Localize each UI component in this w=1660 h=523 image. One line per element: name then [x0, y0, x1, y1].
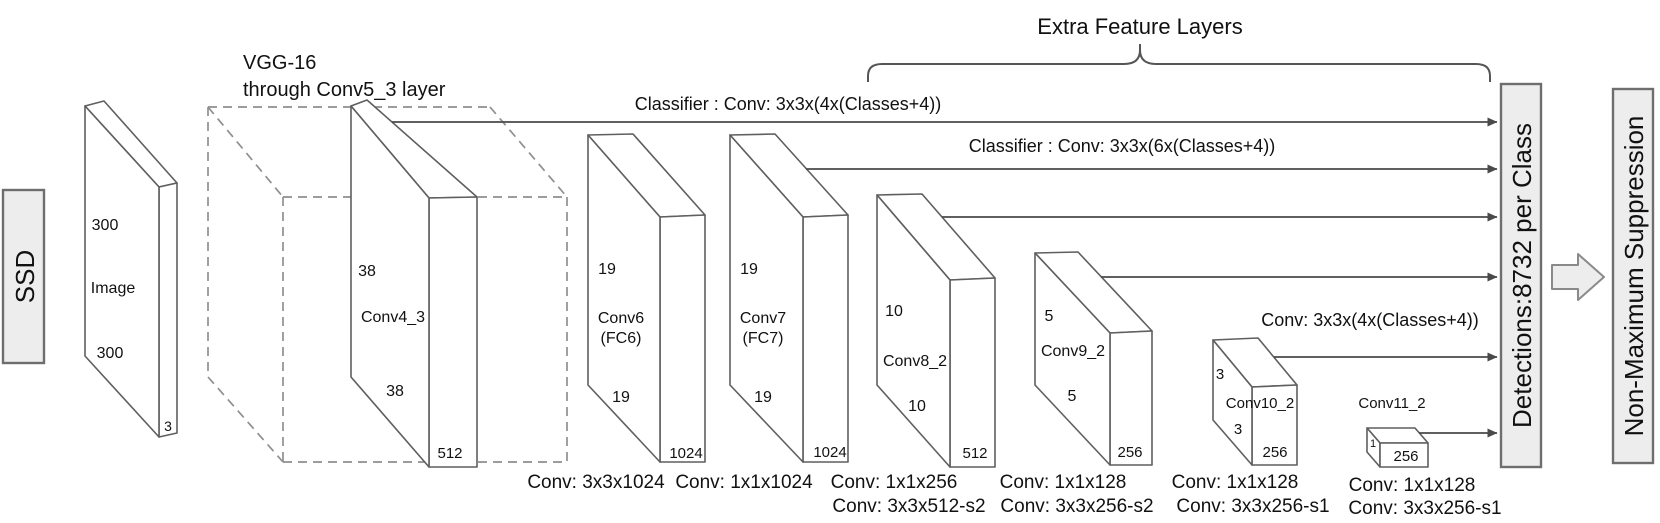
conv-op-1-line1: Conv: 3x3x1024 — [527, 472, 665, 493]
conv8_2-side-face — [949, 277, 996, 468]
cube-right-slant-edge — [489, 106, 568, 198]
conv8_2-width-label: 10 — [908, 398, 926, 415]
conv-op-4-line1: Conv: 1x1x128 — [1000, 472, 1127, 493]
conv8_2-depth-label: 512 — [962, 445, 987, 462]
conv4_3-layer: 38 Conv4_3 38 512 — [350, 99, 478, 468]
conv9_2-front-face — [1034, 252, 1111, 466]
nms-box-group: Non-Maximum Suppression — [1611, 87, 1655, 465]
conv4_3-width-label: 38 — [386, 383, 404, 400]
conv-op-6-line1: Conv: 1x1x128 — [1349, 475, 1476, 496]
cube-left-slant-edge — [207, 106, 284, 198]
image-width-label: 300 — [97, 345, 124, 362]
conv9_2-name-label: Conv9_2 — [1041, 343, 1105, 360]
image-height-label: 300 — [92, 217, 119, 234]
conv7-front-face — [729, 134, 804, 463]
conv9_2-width-label: 5 — [1068, 388, 1077, 405]
conv-op-3-line2: Conv: 3x3x512-s2 — [832, 496, 985, 517]
nms-label: Non-Maximum Suppression — [1619, 116, 1649, 437]
conv7-depth-label: 1024 — [813, 444, 846, 461]
conv10_2-height-label: 3 — [1216, 366, 1224, 383]
conv6-width-label: 19 — [612, 389, 630, 406]
classifier-conv4_3-label: Classifier : Conv: 3x3x(4x(Classes+4)) — [635, 94, 942, 114]
conv6-layer: 19 Conv6 (FC6) 19 1024 — [587, 133, 706, 463]
classifier-conv10_2-label: Conv: 3x3x(4x(Classes+4)) — [1261, 310, 1479, 330]
conv7-alt-label: (FC7) — [743, 330, 784, 347]
conv6-height-label: 19 — [598, 261, 616, 278]
conv-op-5-line1: Conv: 1x1x128 — [1172, 472, 1299, 493]
ssd-box — [1, 188, 46, 365]
conv11_2-layer: Conv11_2 1 256 — [1358, 395, 1429, 468]
conv-op-6-line2: Conv: 3x3x256-s1 — [1348, 498, 1501, 519]
conv4_3-front-face — [350, 105, 430, 468]
vgg-note-line1: VGG-16 — [243, 52, 316, 74]
conv11_2-name-label: Conv11_2 — [1358, 395, 1425, 412]
conv11_2-front-face — [1379, 442, 1429, 468]
detections-box-group: Detections:8732 per Class — [1499, 82, 1543, 469]
image-front-face — [84, 105, 160, 438]
conv6-name-label: Conv6 — [598, 310, 644, 327]
conv6-depth-label: 1024 — [669, 445, 702, 462]
conv4_3-depth-label: 512 — [437, 445, 462, 462]
conv11_2-depth-label: 256 — [1393, 448, 1418, 465]
ssd-label: SSD — [10, 250, 40, 303]
conv6-alt-label: (FC6) — [601, 330, 642, 347]
conv7-height-label: 19 — [740, 261, 758, 278]
image-side-face — [158, 182, 178, 438]
conv7-layer: 19 Conv7 (FC7) 19 1024 — [729, 133, 849, 463]
conv4_3-name-label: Conv4_3 — [361, 309, 425, 326]
conv8_2-layer: 10 Conv8_2 10 512 — [876, 193, 996, 468]
image-depth-label: 3 — [164, 418, 172, 434]
image-name-label: Image — [91, 280, 136, 297]
conv10_2-name-label: Conv10_2 — [1226, 395, 1294, 412]
conv9_2-height-label: 5 — [1045, 308, 1054, 325]
conv8_2-name-label: Conv8_2 — [883, 353, 947, 370]
conv4_3-height-label: 38 — [358, 263, 376, 280]
conv-op-4-line2: Conv: 3x3x256-s2 — [1000, 496, 1153, 517]
conv-op-2-line1: Conv: 1x1x1024 — [675, 472, 813, 493]
extra-feature-layers-title: Extra Feature Layers — [1037, 14, 1242, 39]
conv8_2-front-face — [876, 194, 951, 468]
conv11_2-height-label: 1 — [1370, 438, 1376, 450]
detections-label: Detections:8732 per Class — [1507, 123, 1537, 428]
conv10_2-front-face — [1212, 339, 1253, 466]
extra-feature-layers-brace — [867, 44, 1491, 82]
conv7-width-label: 19 — [754, 389, 772, 406]
conv9_2-layer: 5 Conv9_2 5 256 — [1034, 251, 1153, 466]
nms-box — [1611, 87, 1655, 465]
conv9_2-depth-label: 256 — [1117, 444, 1142, 461]
conv6-front-face — [587, 134, 661, 463]
conv-op-5-line2: Conv: 3x3x256-s1 — [1176, 496, 1329, 517]
conv10_2-depth-label: 256 — [1262, 444, 1287, 461]
feature-arrows — [392, 117, 1498, 438]
conv-op-labels: Conv: 3x3x1024 Conv: 1x1x1024 Conv: 1x1x… — [527, 472, 1501, 519]
detections-box — [1499, 82, 1543, 469]
input-image-layer: 300 Image 300 3 — [84, 100, 178, 438]
vgg-note-line2: through Conv5_3 layer — [243, 79, 446, 101]
cube-bottom-slant-edge — [207, 376, 284, 463]
classifier-conv7-label: Classifier : Conv: 3x3x(6x(Classes+4)) — [969, 136, 1276, 156]
conv-op-3-line1: Conv: 1x1x256 — [831, 472, 958, 493]
conv4_3-side-face — [428, 196, 478, 468]
conv7-side-face — [802, 214, 849, 463]
ssd-label-box: SSD — [1, 188, 46, 365]
conv10_2-layer: 3 Conv10_2 3 256 — [1212, 337, 1298, 466]
conv7-name-label: Conv7 — [740, 310, 786, 327]
detections-to-nms-arrow — [1551, 253, 1605, 301]
conv6-side-face — [659, 214, 706, 463]
conv8_2-height-label: 10 — [885, 303, 903, 320]
conv10_2-width-label: 3 — [1234, 421, 1242, 438]
